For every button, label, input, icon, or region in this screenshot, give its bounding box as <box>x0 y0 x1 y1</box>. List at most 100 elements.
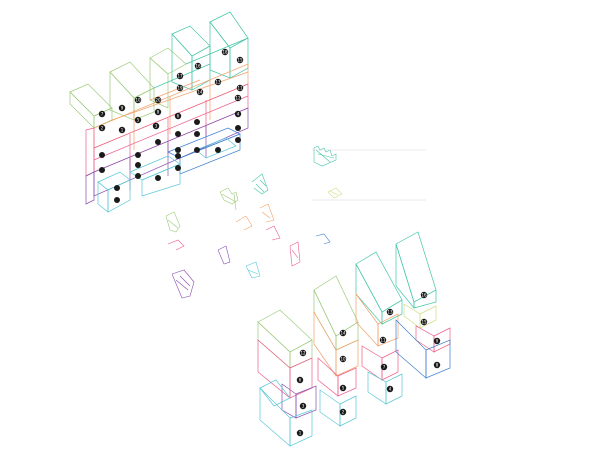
svg-text:20: 20 <box>155 98 161 103</box>
stair-fragment <box>165 211 181 233</box>
marker-dot <box>194 119 200 125</box>
marker-dot <box>194 131 200 137</box>
badge-15: 15 <box>236 56 244 64</box>
svg-text:7: 7 <box>383 365 386 370</box>
stair-fragment <box>327 187 343 199</box>
svg-text:5: 5 <box>342 386 345 391</box>
badge-12: 12 <box>234 94 242 102</box>
marker-dot <box>114 185 120 191</box>
badge-3: 3 <box>299 402 307 410</box>
badge-1: 1 <box>118 126 126 134</box>
stair-fragment <box>315 233 331 245</box>
badge-10: 10 <box>134 96 142 104</box>
marker-dot <box>175 147 181 153</box>
marker-dot <box>135 162 141 168</box>
marker-dot <box>175 131 181 137</box>
svg-text:11: 11 <box>237 86 243 91</box>
svg-text:13: 13 <box>215 80 221 85</box>
svg-text:6: 6 <box>299 378 302 383</box>
badge-13: 13 <box>386 308 394 316</box>
marker-dot <box>135 173 141 179</box>
svg-text:15: 15 <box>237 58 243 63</box>
badge-7: 7 <box>380 363 388 371</box>
svg-text:8: 8 <box>157 110 160 115</box>
lower-cluster-badges: 16 13 15 14 11 12 10 9 8 7 6 5 4 3 2 1 <box>296 291 441 437</box>
stair-fragment <box>245 261 261 279</box>
marker-dot <box>175 153 181 159</box>
marker-dot <box>99 152 105 158</box>
svg-text:9: 9 <box>121 106 124 111</box>
badge-6: 6 <box>296 376 304 384</box>
badge-16: 16 <box>194 62 202 70</box>
svg-text:11: 11 <box>380 338 386 343</box>
svg-text:6: 6 <box>177 114 180 119</box>
badge-2: 2 <box>98 124 106 132</box>
badge-11: 11 <box>379 336 387 344</box>
badge-17: 17 <box>176 72 184 80</box>
svg-text:13: 13 <box>387 310 393 315</box>
svg-text:16: 16 <box>195 64 201 69</box>
marker-dot <box>215 147 221 153</box>
marker-dot <box>114 197 120 203</box>
svg-text:10: 10 <box>340 357 346 362</box>
svg-text:4: 4 <box>237 112 240 117</box>
badge-9: 9 <box>433 337 441 345</box>
stair-fragment <box>251 173 269 195</box>
badge-3: 3 <box>152 122 160 130</box>
svg-text:17: 17 <box>177 74 183 79</box>
badge-11: 11 <box>236 84 244 92</box>
stair-fragment <box>219 187 239 211</box>
upper-cluster-badges: 18 16 15 17 13 19 14 11 12 20 10 9 8 7 6… <box>98 48 244 203</box>
badge-5: 5 <box>134 116 142 124</box>
marker-dot <box>155 175 161 181</box>
badge-2: 2 <box>339 408 347 416</box>
badge-14: 14 <box>339 329 347 337</box>
svg-text:4: 4 <box>389 387 392 392</box>
svg-text:3: 3 <box>302 404 305 409</box>
badge-15: 15 <box>420 318 428 326</box>
svg-text:5: 5 <box>137 118 140 123</box>
badge-4: 4 <box>234 110 242 118</box>
svg-text:7: 7 <box>101 112 104 117</box>
stair-fragment <box>171 245 231 299</box>
svg-text:10: 10 <box>135 98 141 103</box>
lower-building-cluster <box>257 231 451 447</box>
badge-12: 12 <box>299 349 307 357</box>
stair-fragment <box>313 145 337 167</box>
svg-text:19: 19 <box>177 86 183 91</box>
marker-dot <box>194 147 200 153</box>
badge-8: 8 <box>433 361 441 369</box>
badge-8: 8 <box>154 108 162 116</box>
svg-text:3: 3 <box>155 124 158 129</box>
svg-text:12: 12 <box>300 351 306 356</box>
stair-fragment <box>167 225 301 267</box>
svg-text:9: 9 <box>436 339 439 344</box>
svg-text:2: 2 <box>342 410 345 415</box>
floating-stair-fragments <box>165 145 426 299</box>
badge-1: 1 <box>296 429 304 437</box>
badge-4: 4 <box>386 385 394 393</box>
marker-dot <box>235 125 241 131</box>
badge-10: 10 <box>339 355 347 363</box>
badge-20: 20 <box>154 96 162 104</box>
svg-text:16: 16 <box>421 293 427 298</box>
svg-text:12: 12 <box>235 96 241 101</box>
marker-dot <box>99 167 105 173</box>
marker-dot <box>235 137 241 143</box>
marker-dot <box>155 139 161 145</box>
badge-7: 7 <box>98 110 106 118</box>
badge-13: 13 <box>214 78 222 86</box>
badge-14: 14 <box>196 88 204 96</box>
svg-text:2: 2 <box>101 126 104 131</box>
svg-text:14: 14 <box>197 90 203 95</box>
svg-text:1: 1 <box>299 431 302 436</box>
badge-9: 9 <box>118 104 126 112</box>
stair-fragment <box>235 203 275 231</box>
marker-dot <box>135 152 141 158</box>
badge-16: 16 <box>420 291 428 299</box>
svg-text:14: 14 <box>340 331 346 336</box>
svg-text:1: 1 <box>121 128 124 133</box>
label: 18 <box>222 50 228 55</box>
badge-5: 5 <box>339 384 347 392</box>
